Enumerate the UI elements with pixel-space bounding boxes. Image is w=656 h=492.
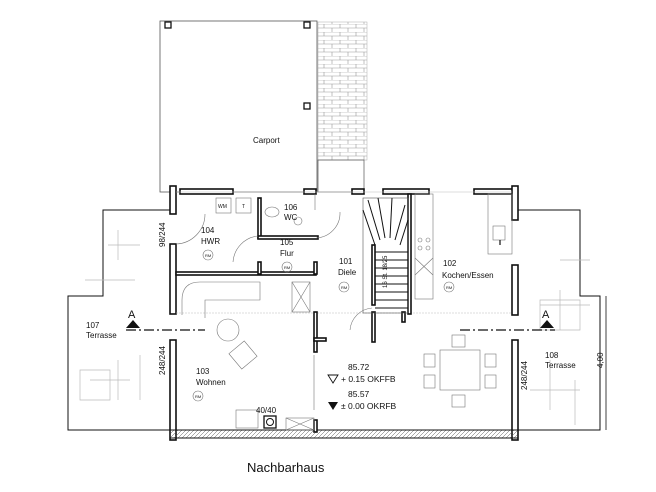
room-name: Flur [280,249,294,258]
level-value: 85.72 [348,362,370,372]
dining-table [423,334,497,408]
level-markers: 85.72 + 0.15 OKFFB 85.57 ± 0.00 OKRFB [327,362,397,411]
dim-window-right: 248/244 [520,361,529,390]
dryer-label: T [242,204,245,210]
chimney [263,415,277,429]
dim-chimney: 40/40 [256,406,277,415]
room-name: Wohnen [196,378,226,387]
level-value: 85.57 [348,389,370,399]
carport: Carport [159,20,368,193]
svg-text:RM: RM [284,265,290,270]
filled-triangle-icon [328,402,338,410]
room-markers: RM RM RM RM RM [192,249,455,402]
dimensions: 98/244 248/244 248/244 4,00 40/40 [158,222,605,415]
brick-paving [317,21,368,161]
carport-label: Carport [253,136,280,145]
kitchen [414,193,513,300]
open-triangle-icon [327,374,339,384]
room-number: 105 [280,238,294,247]
level-ref: + 0.15 OKFFB [341,374,396,384]
section-arrow-icon [126,320,140,328]
rm-marker: RM [202,249,214,261]
carport-post [303,21,311,29]
rm-marker: RM [338,281,350,293]
dim-window-left: 248/244 [158,346,167,375]
living-furniture [181,281,315,431]
fixtures: WM T [215,197,303,226]
room-name: Terrasse [545,361,576,370]
level-ref: ± 0.00 OKRFB [341,401,397,411]
section-mark: A [542,309,550,321]
svg-text:RM: RM [341,285,347,290]
doors [175,194,373,331]
room-number: 101 [339,257,353,266]
neighbor-house-label: Nachbarhaus [247,460,325,475]
section-line: A A [126,309,555,331]
section-arrow-icon [540,320,554,328]
room-number: 102 [443,259,457,268]
exterior-walls [169,185,519,441]
washer-label: WM [218,204,227,210]
rm-marker: RM [443,281,455,293]
interior-walls [175,193,412,433]
svg-text:RM: RM [205,253,211,258]
room-number: 107 [86,321,100,330]
terrace-108 [518,209,607,431]
room-labels: 104 HWR 106 WC 105 Flur 101 Diele 102 Ko… [86,203,576,387]
svg-text:RM: RM [446,285,452,290]
dim-window-hwr: 98/244 [158,222,167,247]
room-number: 104 [201,226,215,235]
terrace-107 [67,209,170,431]
svg-text:RM: RM [195,394,201,399]
room-number: 103 [196,367,210,376]
room-number: 106 [284,203,298,212]
room-name: Diele [338,268,357,277]
dim-height: 4,00 [596,352,605,368]
carport-post [164,21,172,29]
room-name: WC [284,213,298,222]
room-name: Kochen/Essen [442,271,494,280]
stair-label: 16 St. 18/25 [383,255,389,288]
rm-marker: RM [281,261,293,273]
section-mark: A [128,309,136,321]
room-name: HWR [201,237,220,246]
staircase: 16 St. 18/25 [362,197,409,314]
rm-marker: RM [192,390,204,402]
room-number: 108 [545,351,559,360]
carport-post [303,102,311,110]
room-name: Terrasse [86,331,117,340]
